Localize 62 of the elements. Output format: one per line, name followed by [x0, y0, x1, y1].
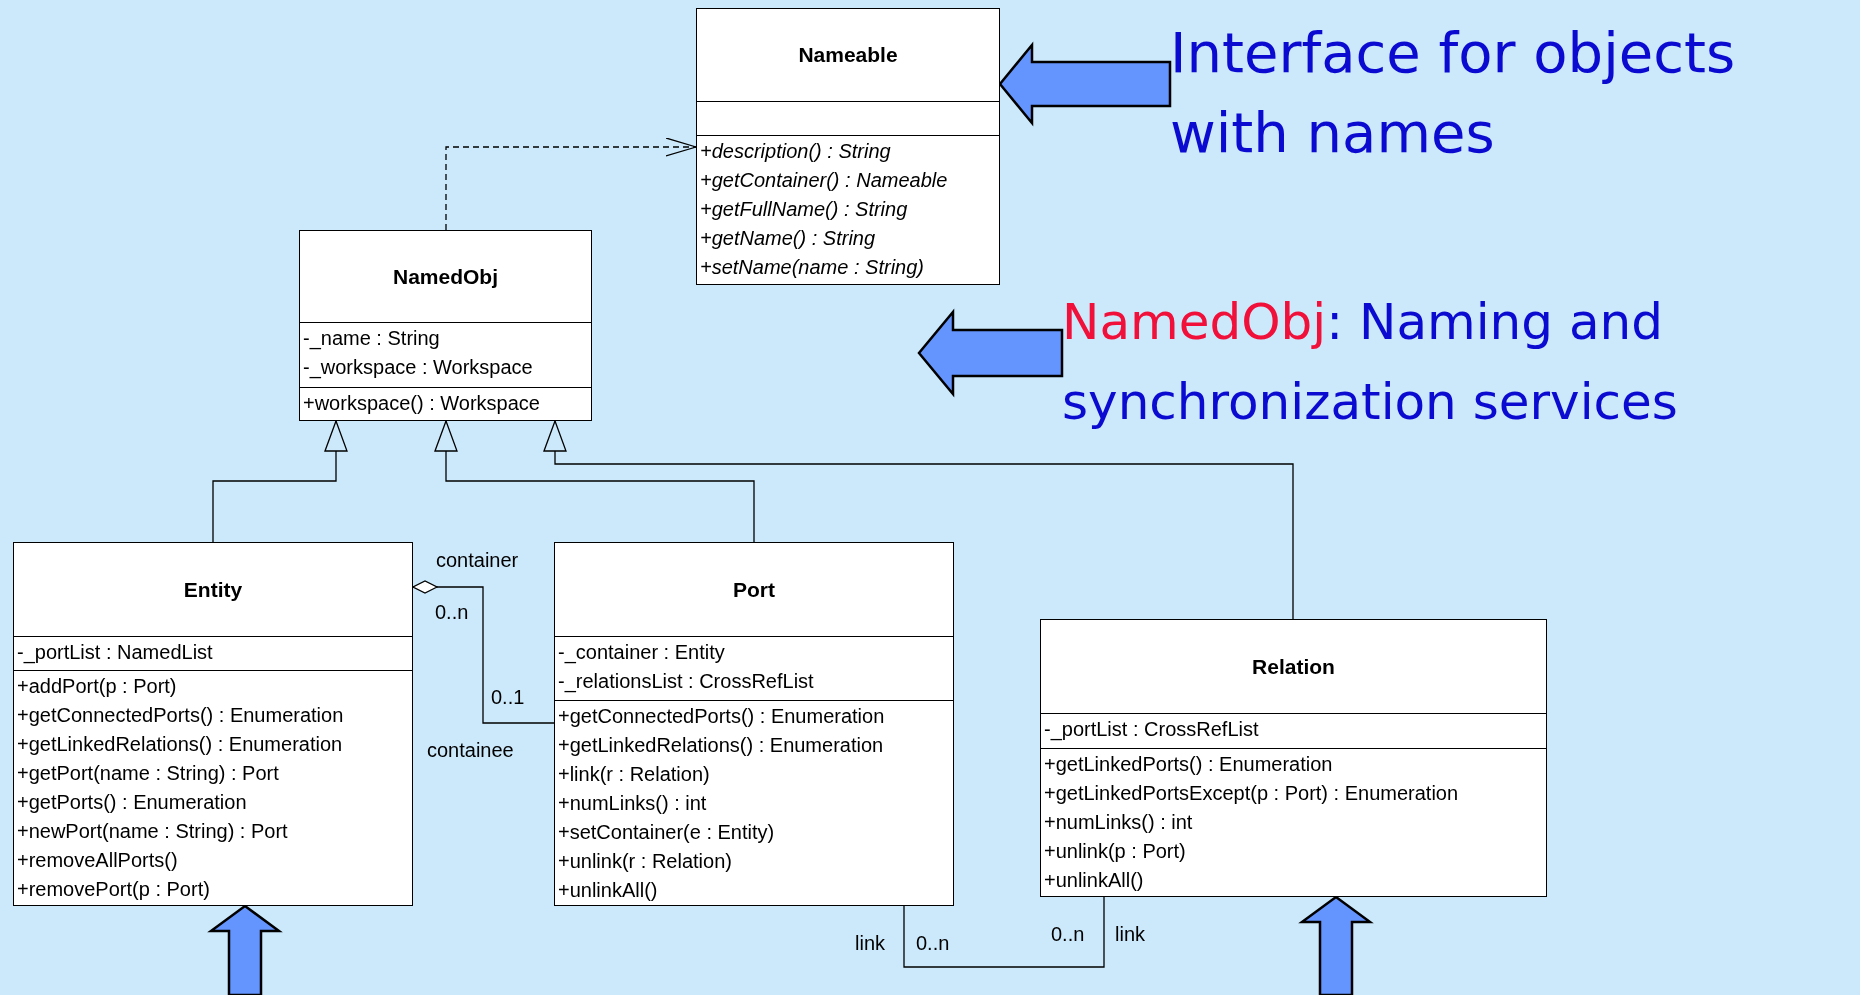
- member-text: +unlink(p : Port): [1044, 838, 1187, 864]
- multiplicity-label: 0..n: [916, 932, 950, 955]
- class-name: Relation: [1252, 653, 1335, 680]
- block-arrow: [998, 41, 1172, 127]
- role-label: link: [1115, 923, 1145, 946]
- class-box: [13, 542, 413, 906]
- block-arrow: [1298, 895, 1374, 995]
- class-name: Entity: [183, 576, 243, 603]
- member-text: -_container : Entity: [558, 640, 726, 666]
- annotation-text: NamedObj: Naming and synchronization services: [1062, 282, 1852, 442]
- member-text: -_relationsList : CrossRefList: [558, 669, 815, 695]
- multiplicity-label: 0..n: [435, 601, 469, 624]
- aggregation-line: [412, 580, 555, 724]
- class-box: [554, 542, 954, 906]
- multiplicity-label: 0..n: [1051, 923, 1085, 946]
- block-arrow: [917, 308, 1064, 398]
- role-label: link: [855, 932, 885, 955]
- member-text: +setContainer(e : Entity): [558, 819, 776, 845]
- dependency-arrow: [445, 137, 697, 231]
- generalization-arrow: [543, 420, 1294, 620]
- class-box: [299, 230, 592, 421]
- association-line: [903, 896, 1105, 968]
- member-text: -_portList : NamedList: [17, 640, 214, 666]
- role-label: containee: [427, 739, 514, 762]
- member-text: +description() : String: [700, 138, 892, 164]
- member-text: +unlinkAll(): [1044, 867, 1145, 893]
- member-text: +setName(name : String): [700, 254, 925, 280]
- class-box: [1040, 619, 1547, 897]
- member-text: +removeAllPorts(): [17, 847, 179, 873]
- member-text: +unlinkAll(): [558, 877, 659, 903]
- member-text: +getFullName() : String: [700, 196, 909, 222]
- member-text: +getPorts() : Enumeration: [17, 789, 248, 815]
- member-text: +getLinkedPorts() : Enumeration: [1044, 751, 1334, 777]
- member-text: +getConnectedPorts() : Enumeration: [558, 703, 886, 729]
- multiplicity-label: 0..1: [491, 686, 525, 709]
- class-name: Nameable: [798, 42, 898, 69]
- member-text: +getLinkedPortsExcept(p : Port) : Enumeration: [1044, 780, 1460, 806]
- class-name: Port: [733, 576, 775, 603]
- annotation-text: Interface for objects with names: [1170, 13, 1840, 173]
- member-text: +getName() : String: [700, 225, 877, 251]
- class-name: NamedObj: [393, 263, 498, 290]
- member-text: +getPort(name : String) : Port: [17, 760, 280, 786]
- member-text: -_portList : CrossRefList: [1044, 717, 1260, 743]
- member-text: +getContainer() : Nameable: [700, 167, 949, 193]
- member-text: +addPort(p : Port): [17, 673, 178, 699]
- member-text: +getLinkedRelations() : Enumeration: [17, 731, 344, 757]
- role-label: container: [436, 549, 519, 572]
- member-text: +numLinks() : int: [558, 790, 708, 816]
- member-text: +getLinkedRelations() : Enumeration: [558, 732, 885, 758]
- member-text: +getConnectedPorts() : Enumeration: [17, 702, 345, 728]
- class-box: [696, 8, 1000, 285]
- member-text: +numLinks() : int: [1044, 809, 1194, 835]
- member-text: -_name : String: [303, 326, 441, 352]
- generalization-arrow: [434, 420, 755, 543]
- generalization-arrow: [212, 420, 348, 543]
- block-arrow: [207, 904, 283, 995]
- member-text: +unlink(r : Relation): [558, 848, 733, 874]
- member-text: +removePort(p : Port): [17, 876, 211, 902]
- member-text: -_workspace : Workspace: [303, 355, 534, 381]
- member-text: +link(r : Relation): [558, 761, 711, 787]
- member-text: +newPort(name : String) : Port: [17, 818, 289, 844]
- member-text: +workspace() : Workspace: [303, 390, 541, 416]
